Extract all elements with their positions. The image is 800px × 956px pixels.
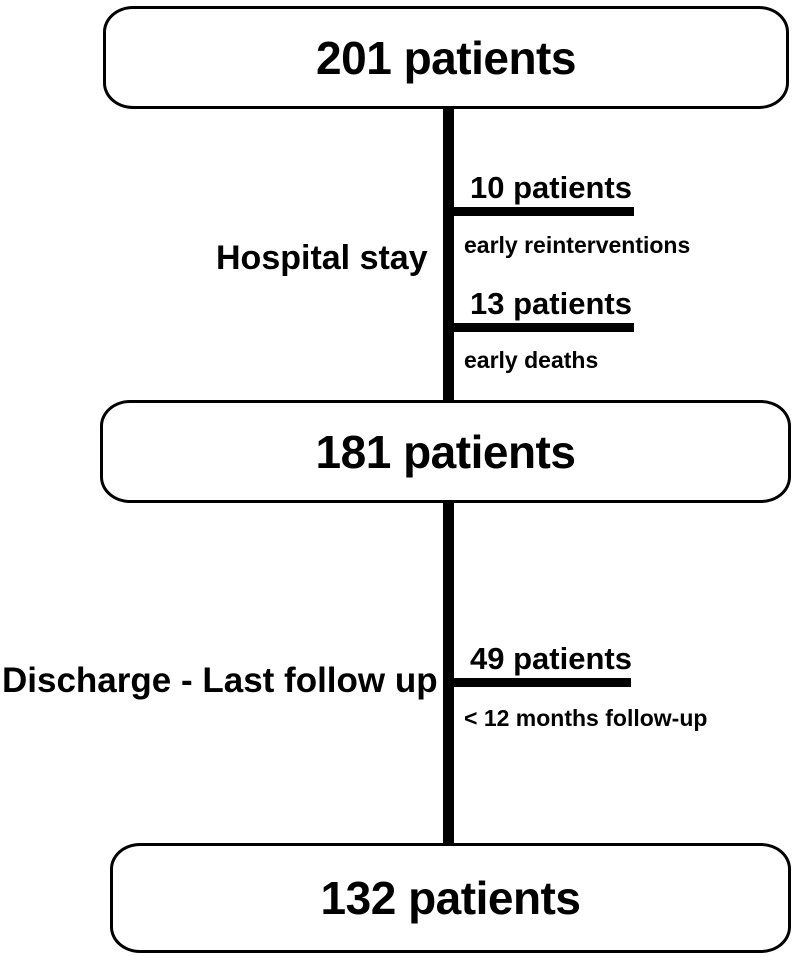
branch-line-early-reinterventions <box>450 207 634 216</box>
node-box-enrolled: 201 patients <box>103 6 789 109</box>
exclusion-reason-early-reinterventions: early reinterventions <box>464 232 691 258</box>
exclusion-reason-early-deaths: early deaths <box>464 347 599 373</box>
node-label-followed: 132 patients <box>320 872 581 924</box>
connector-line-middle-to-bottom <box>443 500 454 848</box>
exclusion-count-early-deaths: 13 patients <box>470 286 632 321</box>
branch-line-short-follow-up <box>450 678 631 687</box>
exclusion-count-short-follow-up: 49 patients <box>470 641 632 676</box>
stage-label-discharge-last-follow-up: Discharge - Last follow up <box>2 661 438 700</box>
node-box-discharged: 181 patients <box>100 400 791 503</box>
exclusion-count-early-reinterventions: 10 patients <box>470 170 632 205</box>
node-label-discharged: 181 patients <box>315 425 576 478</box>
exclusion-reason-short-follow-up: < 12 months follow-up <box>464 705 708 731</box>
node-box-followed: 132 patients <box>110 843 791 953</box>
connector-line-top-to-middle <box>443 106 454 404</box>
node-label-enrolled: 201 patients <box>316 31 576 84</box>
stage-label-hospital-stay: Hospital stay <box>216 239 428 277</box>
branch-line-early-deaths <box>450 323 634 332</box>
